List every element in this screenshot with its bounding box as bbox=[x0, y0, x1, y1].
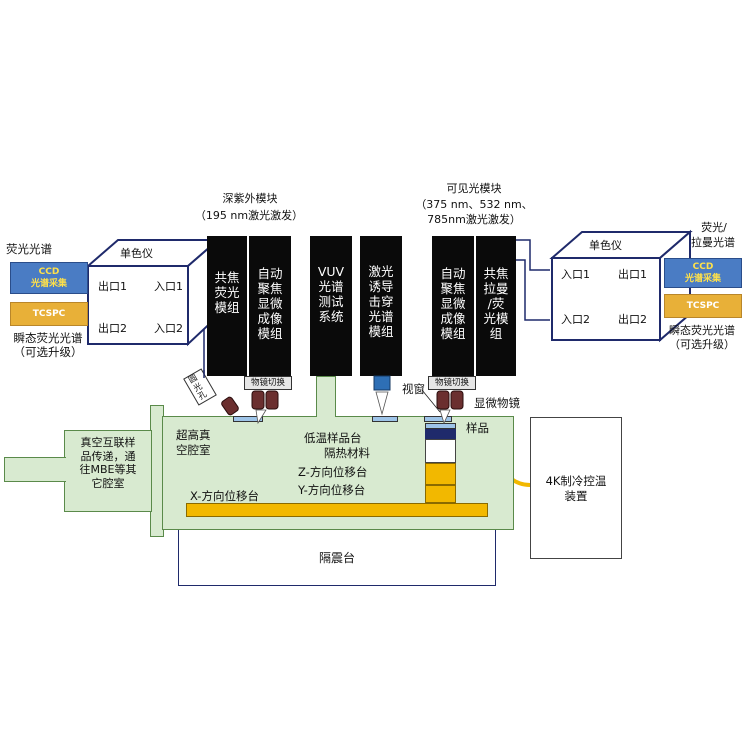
module-laser-breakdown bbox=[360, 236, 402, 376]
leader-viewport bbox=[421, 389, 441, 413]
left-ccd-badge: CCD 光谱采集 bbox=[10, 262, 88, 294]
y-stage-label: Y-方向位移台 bbox=[298, 483, 366, 497]
right-fiber-2 bbox=[515, 259, 550, 321]
left-cone bbox=[255, 409, 267, 425]
vacuum-transfer-tube bbox=[4, 457, 66, 482]
right-fl-raman-line1: 荧光/ bbox=[701, 221, 727, 234]
left-entrance-2: 入口2 bbox=[154, 322, 183, 335]
x-stage-block bbox=[186, 503, 488, 517]
left-exit-2: 出口2 bbox=[98, 322, 127, 335]
right-fiber-1 bbox=[515, 239, 550, 271]
vacuum-transfer-label: 真空互联样 品传递，通 往MBE等其 它腔室 bbox=[79, 436, 137, 490]
right-exit-2: 出口2 bbox=[618, 313, 647, 326]
center-window bbox=[372, 416, 398, 422]
objective-switch-right-label: 物镜切换 bbox=[434, 378, 469, 388]
module-confocal-fl-label: 共焦 荧光 模组 bbox=[214, 270, 240, 315]
left-fluorescence-label: 荧光光谱 bbox=[6, 242, 52, 256]
uhv-chamber-label: 超高真 空腔室 bbox=[176, 428, 211, 457]
left-monochromator-title: 单色仪 bbox=[120, 247, 153, 260]
module-confocal-fl bbox=[207, 236, 247, 376]
right-fl-raman-line2: 拉曼光谱 bbox=[691, 236, 735, 249]
left-transient-line2: （可选升级） bbox=[13, 345, 83, 359]
microscope-objective-label: 显微物镜 bbox=[474, 396, 520, 410]
left-ccd-label: CCD bbox=[38, 267, 60, 277]
left-window bbox=[233, 416, 263, 422]
right-entrance-1: 入口1 bbox=[561, 268, 590, 281]
right-window bbox=[424, 416, 452, 422]
libs-lens bbox=[373, 375, 391, 391]
y-stage-block bbox=[425, 485, 456, 503]
x-stage-label: X-方向位移台 bbox=[190, 489, 259, 503]
module-confocal-raman-label: 共焦 拉曼 /荧 光模 组 bbox=[483, 266, 509, 341]
right-transient-line2: （可选升级） bbox=[669, 338, 735, 351]
cooling-device bbox=[530, 417, 622, 559]
sample bbox=[425, 423, 456, 429]
module-autofocus-right-label: 自动 聚焦 显微 成像 模组 bbox=[440, 266, 466, 341]
insulation-label: 隔热材料 bbox=[324, 446, 370, 460]
module-autofocus-left-label: 自动 聚焦 显微 成像 模组 bbox=[257, 266, 283, 341]
z-stage-block bbox=[425, 463, 456, 485]
visible-module-subtitle1: （375 nm、532 nm、 bbox=[415, 198, 533, 211]
low-temp-stage-label: 低温样品台 bbox=[304, 431, 362, 445]
duv-module-subtitle: （195 nm激光激发） bbox=[194, 209, 304, 222]
libs-cone bbox=[375, 391, 389, 416]
right-cone bbox=[439, 409, 451, 425]
sample-label: 样品 bbox=[466, 421, 489, 435]
visible-module-title: 可见光模块 bbox=[446, 182, 502, 195]
z-stage-label: Z-方向位移台 bbox=[298, 465, 368, 479]
viewport-label: 视窗 bbox=[402, 382, 425, 396]
isolation-table-label: 隔震台 bbox=[318, 551, 355, 565]
right-tcspc-badge: TCSPC bbox=[664, 294, 742, 318]
cooling-device-label: 4K制冷控温 装置 bbox=[545, 474, 607, 503]
left-entrance-1: 入口1 bbox=[154, 280, 183, 293]
module-vuv-label: VUV 光谱 测试 系统 bbox=[317, 264, 345, 324]
right-entrance-2: 入口2 bbox=[561, 313, 590, 326]
right-transient-line1: 瞬态荧光光谱 bbox=[669, 324, 735, 337]
left-exit-1: 出口1 bbox=[98, 280, 127, 293]
right-ccd-label: CCD bbox=[692, 262, 714, 272]
objective-switch-left bbox=[244, 376, 292, 390]
duv-module-title: 深紫外模块 bbox=[222, 192, 278, 205]
right-ccd-sub: 光谱采集 bbox=[684, 274, 721, 284]
module-vuv bbox=[310, 236, 352, 376]
module-autofocus-left bbox=[249, 236, 291, 376]
left-tcspc-badge: TCSPC bbox=[10, 302, 88, 326]
left-ccd-sub: 光谱采集 bbox=[30, 279, 67, 289]
right-objectives bbox=[436, 390, 464, 410]
aperture-tube bbox=[183, 368, 217, 406]
right-exit-1: 出口1 bbox=[618, 268, 647, 281]
low-temp-stage-block bbox=[425, 429, 456, 439]
module-confocal-raman bbox=[476, 236, 516, 376]
left-objectives bbox=[221, 390, 279, 416]
left-transient-line1: 瞬态荧光光谱 bbox=[13, 331, 83, 345]
vuv-port bbox=[316, 376, 336, 417]
right-monochromator-title: 单色仪 bbox=[589, 239, 622, 252]
module-laser-breakdown-label: 激光 诱导 击穿 光谱 模组 bbox=[368, 264, 394, 339]
insulation-block bbox=[425, 439, 456, 463]
module-autofocus-right bbox=[432, 236, 474, 376]
isolation-table bbox=[178, 530, 496, 586]
objective-switch-left-label: 物镜切换 bbox=[250, 378, 285, 388]
visible-module-subtitle2: 785nm激光激发） bbox=[427, 213, 521, 226]
vacuum-transfer-box bbox=[64, 430, 152, 512]
right-ccd-badge: CCD 光谱采集 bbox=[664, 258, 742, 288]
objective-switch-right bbox=[428, 376, 476, 390]
